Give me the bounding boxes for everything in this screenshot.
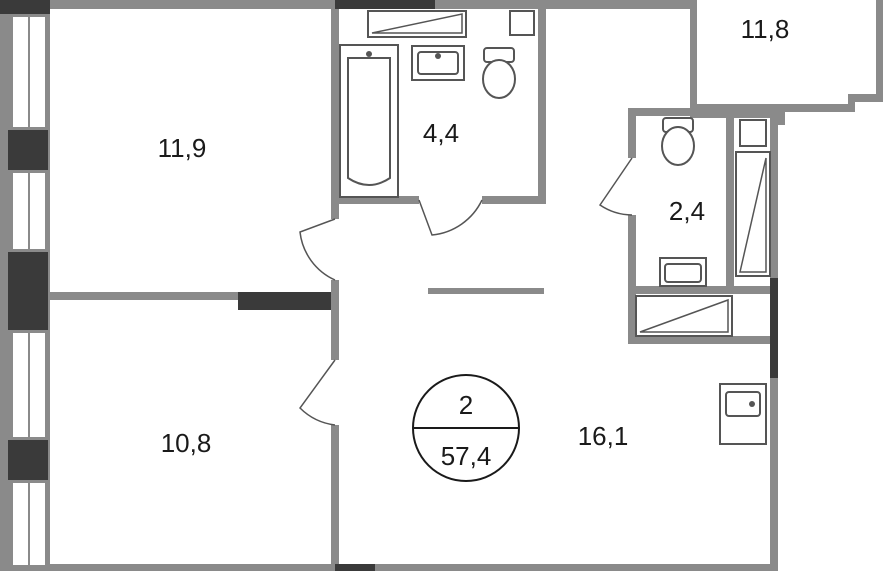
- door-bathroom: [418, 199, 483, 236]
- room-area-living: 16,1: [578, 421, 629, 451]
- wc-shelf: [739, 119, 767, 147]
- loggia-floor: [697, 0, 876, 104]
- wc-wall-left-bottom: [628, 215, 636, 342]
- bathroom-wall-bottom-right: [482, 196, 546, 204]
- wc-storage: [735, 151, 771, 277]
- bathroom-sink: [411, 45, 465, 81]
- bathroom-washer: [367, 10, 467, 38]
- wc-wall-bottom: [628, 336, 778, 344]
- top-wall-dark-segment: [335, 0, 435, 9]
- bottom-wall-dark: [335, 564, 375, 571]
- apartment-badge: 2 57,4: [412, 374, 520, 482]
- room-area-loggia: 11,8: [741, 14, 790, 44]
- right-exterior-wall: [770, 378, 778, 571]
- badge-room-count: 2: [459, 390, 473, 420]
- left-facade-wall: [0, 0, 50, 571]
- partition-bedrooms-dark: [238, 292, 335, 310]
- room-area-bathroom: 4,4: [423, 118, 459, 148]
- wc-wall-top: [628, 108, 778, 116]
- wc-washer: [635, 295, 733, 337]
- badge-total-area: 57,4: [441, 441, 492, 471]
- room-area-wc: 2,4: [669, 196, 705, 226]
- doors: [299, 157, 633, 426]
- wc-wall-dark-segment: [770, 278, 778, 378]
- wc-toilet: [661, 117, 695, 166]
- door-bedroom-top: [299, 218, 336, 281]
- room-area-bedroom-top: 11,9: [158, 133, 207, 163]
- door-wc: [598, 157, 633, 216]
- partition-bedroom-corridor-top: [331, 9, 339, 219]
- partition-bedrooms: [50, 292, 335, 300]
- bathroom-wall-right: [538, 9, 546, 204]
- partition-bedroom-corridor-mid: [331, 280, 339, 360]
- wc-wall-divider: [726, 116, 734, 286]
- door-bedroom-bottom: [299, 359, 336, 426]
- wc-wall-left-top: [628, 108, 636, 158]
- bottom-wall: [50, 564, 778, 571]
- bathtub: [339, 44, 399, 198]
- bathroom-cabinet: [509, 10, 535, 36]
- bathroom-wall-bottom-left: [339, 196, 419, 204]
- room-area-bedroom-bottom: 10,8: [161, 428, 212, 458]
- sliding-partition: [428, 288, 544, 294]
- partition-bedroom-corridor-bottom: [331, 425, 339, 571]
- bathroom-toilet: [482, 47, 516, 99]
- wc-sink: [659, 257, 707, 287]
- wc-wall-mid: [636, 286, 778, 294]
- kitchen-sink: [719, 383, 767, 445]
